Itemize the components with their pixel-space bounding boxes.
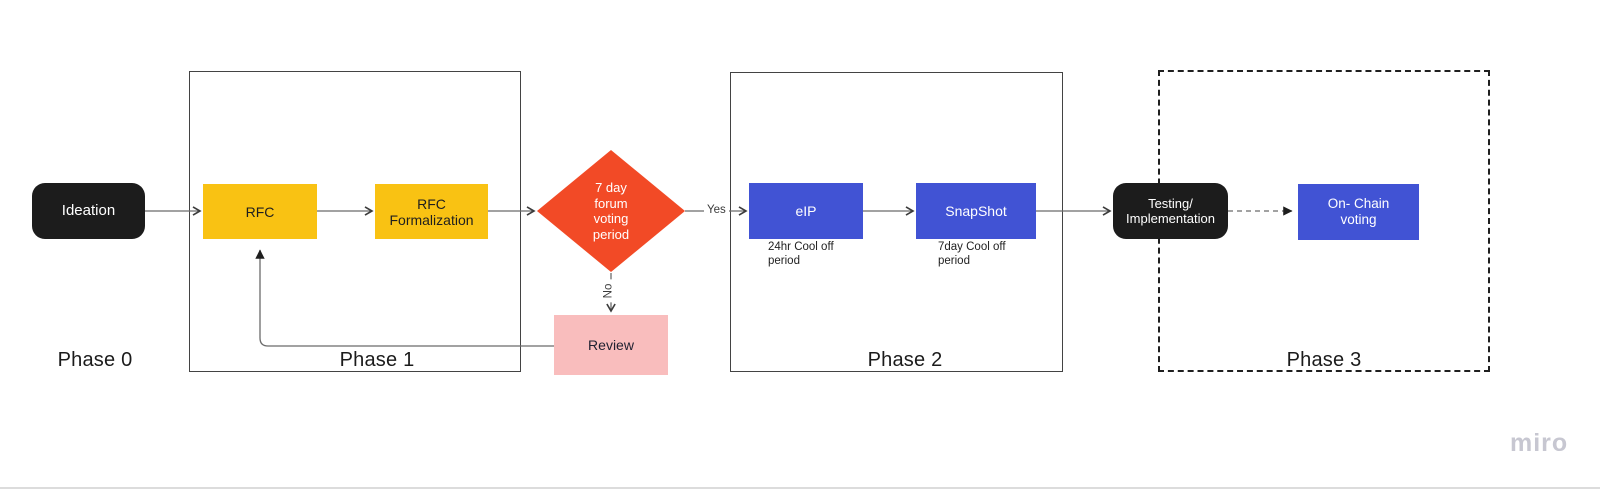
edge-label-no: No bbox=[601, 279, 616, 303]
edge-label-yes: Yes bbox=[704, 203, 729, 217]
node-testing-implementation: Testing/ Implementation bbox=[1113, 183, 1228, 239]
node-rfc-formalization: RFC Formalization bbox=[375, 184, 488, 239]
node-eip: eIP bbox=[749, 183, 863, 239]
phase-1-label: Phase 1 bbox=[339, 349, 415, 371]
node-onchain-voting: On- Chain voting bbox=[1298, 184, 1419, 240]
note-snapshot-cooloff: 7day Cool off period bbox=[938, 241, 1006, 267]
node-review: Review bbox=[554, 315, 668, 375]
note-eip-cooloff: 24hr Cool off period bbox=[768, 241, 834, 267]
node-forum-voting-decision: 7 day forum voting period bbox=[537, 150, 685, 272]
miro-watermark: miro bbox=[1510, 429, 1569, 457]
node-ideation: Ideation bbox=[32, 183, 145, 239]
phase-3-label: Phase 3 bbox=[1286, 349, 1362, 371]
phase-1-container bbox=[189, 71, 521, 372]
phase-2-label: Phase 2 bbox=[867, 349, 943, 371]
phase-0-label: Phase 0 bbox=[57, 349, 133, 371]
bottom-divider bbox=[0, 487, 1600, 489]
phase-2-container bbox=[730, 72, 1063, 372]
node-snapshot: SnapShot bbox=[916, 183, 1036, 239]
node-rfc: RFC bbox=[203, 184, 317, 239]
